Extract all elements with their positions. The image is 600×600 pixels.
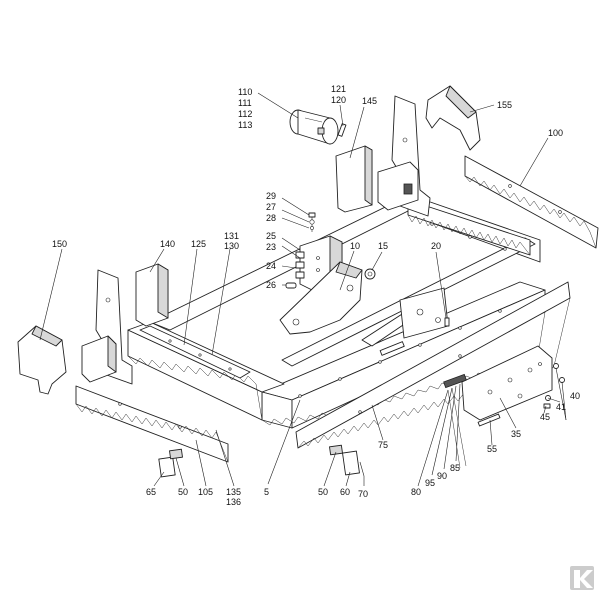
cover-140 xyxy=(135,263,169,327)
callout-136: 136 xyxy=(226,497,241,507)
bolt-20 xyxy=(444,317,450,327)
callout-110: 110 xyxy=(238,87,252,97)
callout-85: 85 xyxy=(450,463,460,473)
callout-65: 65 xyxy=(146,487,156,497)
knife-blade-100 xyxy=(464,155,599,249)
rear-frame-section xyxy=(407,199,531,256)
k-logo-icon xyxy=(570,566,594,590)
callout-111: 111 xyxy=(238,98,252,108)
callout-25: 25 xyxy=(266,231,276,241)
callout-155: 155 xyxy=(497,100,512,110)
guard-150 xyxy=(17,325,67,395)
bracket-10 xyxy=(279,261,363,335)
callout-105: 105 xyxy=(198,487,213,497)
bolt-stack xyxy=(308,212,316,232)
callout-75: 75 xyxy=(378,440,388,450)
callout-40: 40 xyxy=(570,391,580,401)
callout-50-left: 50 xyxy=(178,487,188,497)
callout-135: 135 xyxy=(226,487,241,497)
callout-90: 90 xyxy=(437,471,447,481)
callout-60: 60 xyxy=(340,487,350,497)
clamp-65 xyxy=(158,448,183,478)
callout-labels: 110 111 112 113 121 120 145 155 100 29 2… xyxy=(52,84,580,507)
callout-24: 24 xyxy=(266,261,276,271)
bolts-40-41-45 xyxy=(543,363,565,409)
callout-120: 120 xyxy=(331,95,346,105)
nut-15 xyxy=(364,268,376,280)
strip-125-130 xyxy=(139,325,251,379)
cover-145 xyxy=(335,145,373,213)
callout-145: 145 xyxy=(362,96,377,106)
callout-121: 121 xyxy=(331,84,346,94)
callout-27: 27 xyxy=(266,202,276,212)
pin-120 xyxy=(337,123,347,137)
callout-131: 131 xyxy=(224,231,239,241)
bar-70 xyxy=(359,461,365,477)
callout-125: 125 xyxy=(191,239,206,249)
bar-55 xyxy=(477,413,501,427)
callout-50-right: 50 xyxy=(318,487,328,497)
fitting-26 xyxy=(285,282,297,289)
slide-plate-35 xyxy=(461,345,553,421)
callout-10: 10 xyxy=(350,241,360,251)
guard-155 xyxy=(425,85,481,151)
callout-113: 113 xyxy=(238,120,252,130)
callout-45: 45 xyxy=(540,412,550,422)
guide-strip xyxy=(443,373,467,469)
callout-130: 130 xyxy=(224,241,239,251)
callout-15: 15 xyxy=(378,241,388,251)
callout-80: 80 xyxy=(411,487,421,497)
callout-23: 23 xyxy=(266,242,276,252)
callout-29: 29 xyxy=(266,191,276,201)
callout-70: 70 xyxy=(358,489,368,499)
callout-41: 41 xyxy=(556,402,566,412)
hydraulic-motor xyxy=(289,109,339,145)
clamp-60 xyxy=(329,444,360,476)
callout-28: 28 xyxy=(266,213,276,223)
callout-26: 26 xyxy=(266,280,276,290)
callout-140: 140 xyxy=(160,239,175,249)
callout-55: 55 xyxy=(487,444,497,454)
callout-20: 20 xyxy=(431,241,441,251)
callout-112: 112 xyxy=(238,109,252,119)
callout-5: 5 xyxy=(264,487,269,497)
left-bearing-housing xyxy=(81,335,117,383)
leader-lines xyxy=(39,92,567,487)
callout-95: 95 xyxy=(425,478,435,488)
callout-35: 35 xyxy=(511,429,521,439)
knife-blade-105 xyxy=(75,385,229,463)
callout-100: 100 xyxy=(548,128,563,138)
drive-linkage xyxy=(361,287,449,356)
bearing-housing xyxy=(377,161,419,211)
callout-150: 150 xyxy=(52,239,67,249)
